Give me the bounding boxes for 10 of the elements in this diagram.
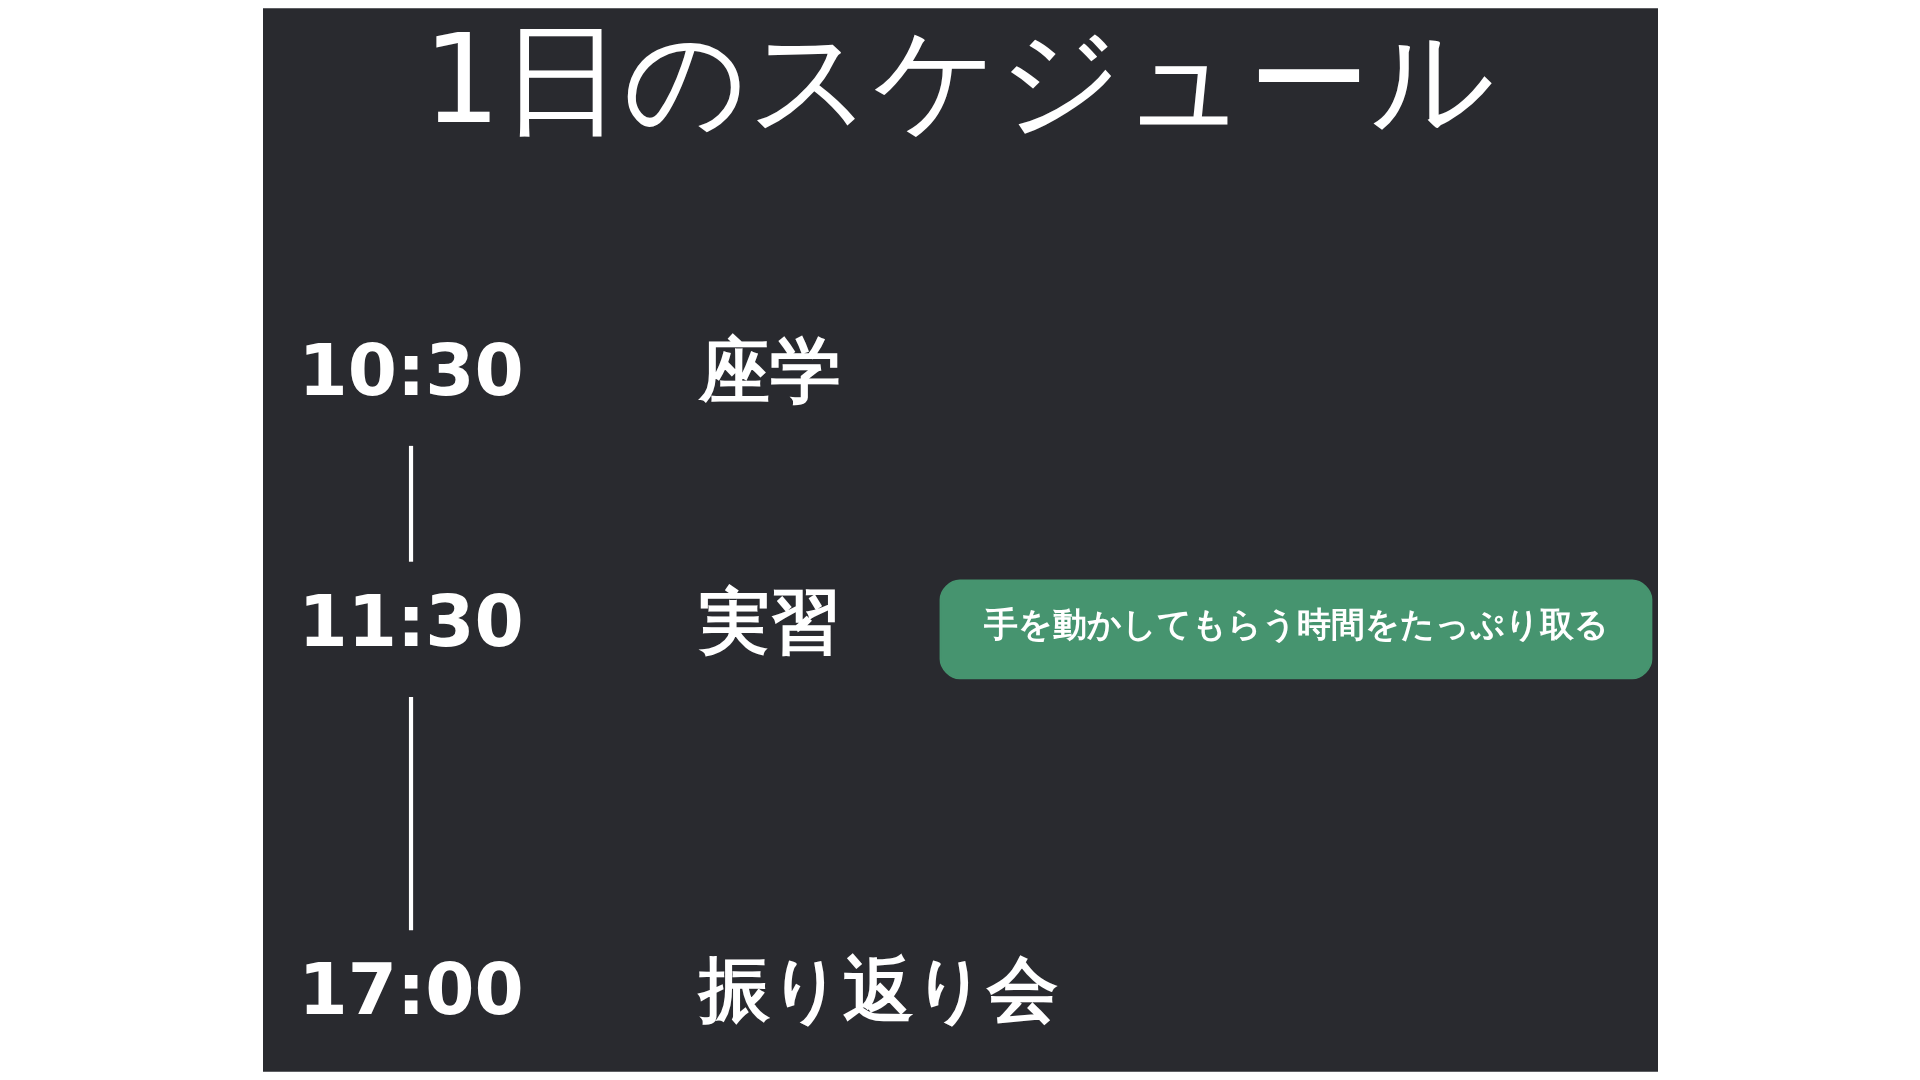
node-label: 実習	[698, 579, 841, 663]
connector	[408, 445, 413, 562]
node-text: 17:00	[297, 948, 524, 1032]
node-text: 11:30	[297, 579, 524, 663]
node-text: 10:30	[297, 328, 524, 412]
node-label: 座学	[698, 328, 841, 412]
connector	[408, 696, 413, 931]
node-box: 手を動かしてもらう時間をたっぷり取る	[939, 579, 1652, 680]
diagram-title: 1日のスケジュール	[422, 8, 1495, 152]
node-label: 振り返り会	[698, 948, 1058, 1032]
